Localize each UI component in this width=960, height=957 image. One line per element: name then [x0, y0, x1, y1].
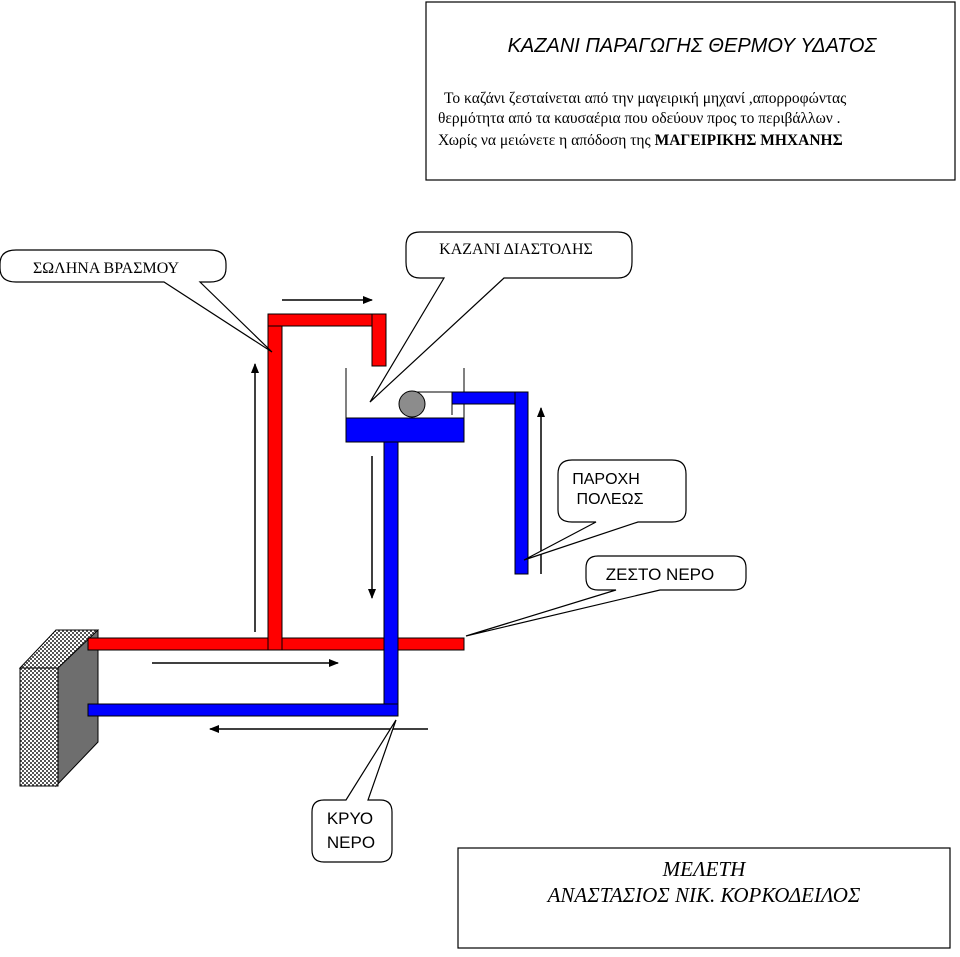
callout-cold-water: ΚΡΥΟ ΝΕΡΟ	[311, 719, 397, 863]
expansion-tank-water	[345, 417, 465, 443]
callout-hot-water: ΖΕΣΤΟ ΝΕΡΟ	[465, 555, 747, 637]
header-box: ΚΑΖΑΝΙ ΠΑΡΑΓΩΓΗΣ ΘΕΡΜΟΥ ΥΔΑΤΟΣ Το καζάνι…	[425, 1, 956, 181]
hot-water-pipes	[87, 313, 465, 651]
callout-cold-water-label-2: ΝΕΡΟ	[327, 833, 375, 852]
float-valve-ball	[398, 390, 426, 418]
callout-city-supply: ΠΑΡΟΧΗ ΠΟΛΕΩΣ	[523, 459, 687, 561]
header-text-line-3: Χωρίς να μειώνετε η απόδοση της ΜΑΓΕΙΡΙΚ…	[438, 132, 843, 149]
callout-expansion-tank-label: ΚΑΖΑΝΙ ΔΙΑΣΤΟΛΗΣ	[439, 241, 593, 258]
callout-cold-water-label-1: ΚΡΥΟ	[327, 809, 373, 828]
flow-arrows	[152, 296, 545, 733]
hot-pipe-drop	[371, 313, 387, 367]
cold-pipe-vertical-down	[383, 441, 399, 715]
header-title: ΚΑΖΑΝΙ ΠΑΡΑΓΩΓΗΣ ΘΕΡΜΟΥ ΥΔΑΤΟΣ	[508, 35, 878, 57]
callout-boiling-pipe-label: ΣΩΛΗΝΑ ΒΡΑΣΜΟΥ	[33, 260, 180, 277]
header-text-line-3-bold: ΜΑΓΕΙΡΙΚΗΣ ΜΗΧΑΝΗΣ	[655, 132, 843, 149]
hot-pipe-vertical-riser	[267, 325, 283, 651]
footer-box: ΜΕΛΕΤΗ ΑΝΑΣΤΑΣΙΟΣ ΝΙΚ. ΚΟΡΚΟΔΕΙΛΟΣ	[457, 847, 951, 949]
boiler	[18, 629, 100, 788]
cold-pipe-horizontal-bottom	[87, 703, 399, 717]
cold-water-pipes	[87, 391, 529, 717]
header-text-line-3-normal: Χωρίς να μειώνετε η απόδοση της	[438, 132, 655, 149]
city-supply-pipe-vertical	[514, 391, 529, 575]
callout-boiling-pipe: ΣΩΛΗΝΑ ΒΡΑΣΜΟΥ	[0, 249, 273, 353]
header-text-line-2: θερμότητα από τα καυσαέρια που οδεύουν π…	[438, 110, 841, 127]
callout-hot-water-label: ΖΕΣΤΟ ΝΕΡΟ	[606, 565, 714, 584]
callout-city-supply-label-2: ΠΟΛΕΩΣ	[577, 491, 644, 508]
footer-line-2: ΑΝΑΣΤΑΣΙΟΣ ΝΙΚ. ΚΟΡΚΟΔΕΙΛΟΣ	[546, 883, 861, 907]
expansion-tank	[345, 368, 465, 443]
callout-expansion-tank: ΚΑΖΑΝΙ ΔΙΑΣΤΟΛΗΣ	[369, 231, 633, 403]
callout-city-supply-label-1: ΠΑΡΟΧΗ	[572, 471, 640, 488]
hot-pipe-horizontal-top	[267, 313, 387, 327]
header-text-line-1: Το καζάνι ζεσταίνεται από την μαγειρική …	[444, 90, 846, 107]
footer-line-1: ΜΕΛΕΤΗ	[662, 857, 748, 881]
